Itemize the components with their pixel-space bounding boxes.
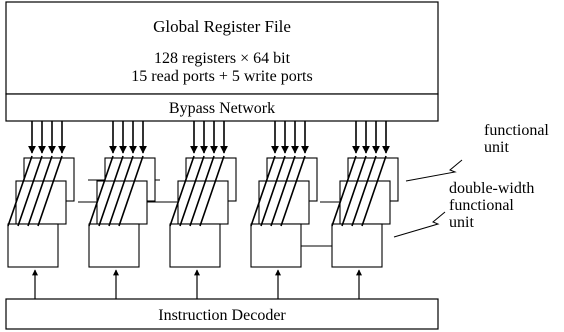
functional-unit-box	[250, 223, 302, 268]
operand-wire	[351, 155, 377, 227]
bypass-network-box	[5, 93, 439, 122]
functional-units	[7, 121, 399, 299]
operand-wire	[361, 155, 387, 227]
operand-wire	[98, 155, 124, 227]
register-file-title: Global Register File	[153, 17, 291, 36]
instruction-decoder-box	[5, 298, 439, 330]
operand-wire	[17, 155, 43, 227]
operand-wire	[179, 155, 205, 227]
annotation-double-width: double-width	[449, 180, 534, 197]
functional-unit-box	[331, 223, 383, 268]
bypass-network-label: Bypass Network	[169, 100, 275, 117]
operand-wire	[7, 155, 33, 227]
operand-wire	[88, 155, 114, 227]
operand-wire	[250, 155, 276, 227]
operand-wire	[169, 155, 195, 227]
annotation-functional: functional	[484, 122, 549, 139]
operand-wire	[108, 155, 134, 227]
operand-wire	[260, 155, 286, 227]
instruction-decoder-label: Instruction Decoder	[158, 307, 286, 324]
operand-wire	[331, 155, 357, 227]
functional-unit-box	[169, 223, 221, 268]
operand-wire	[118, 155, 144, 227]
operand-wire	[341, 155, 367, 227]
register-file-capacity: 128 registers × 64 bit	[154, 50, 291, 67]
annotation-functional-unit-pointer	[405, 159, 463, 182]
operand-wire	[27, 155, 53, 227]
register-file-box	[5, 1, 439, 95]
annotation-unit: unit	[484, 139, 509, 156]
register-file-ports: 15 read ports + 5 write ports	[131, 68, 312, 85]
operand-wire	[199, 155, 225, 227]
functional-unit-box	[7, 223, 59, 268]
operand-wire	[270, 155, 296, 227]
operand-wire	[280, 155, 306, 227]
operand-wire	[189, 155, 215, 227]
annotation-double-functional: functional	[449, 197, 514, 214]
annotation-double-width-pointer	[393, 211, 446, 238]
annotation-double-unit: unit	[449, 214, 474, 231]
functional-unit-box	[88, 223, 140, 268]
operand-wire	[37, 155, 63, 227]
